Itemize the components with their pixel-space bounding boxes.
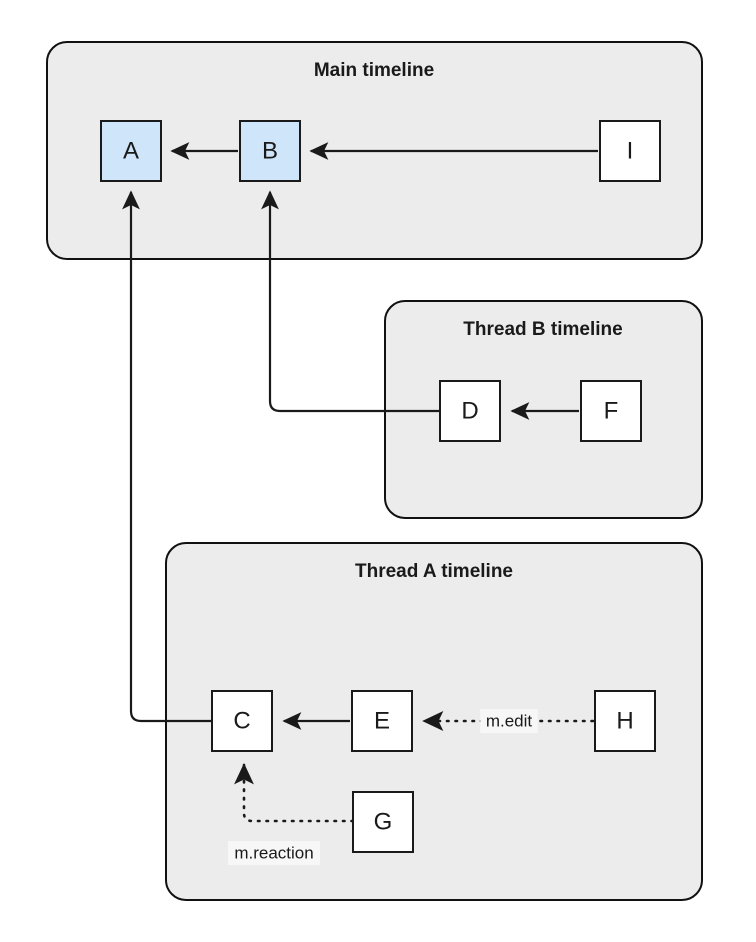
event-node-a[interactable] bbox=[100, 120, 162, 182]
event-node-label-h: H bbox=[616, 707, 633, 734]
timeline-group-title-thread-a: Thread A timeline bbox=[355, 561, 513, 582]
event-node-label-g: G bbox=[374, 808, 393, 835]
event-node-h[interactable] bbox=[594, 690, 656, 752]
event-node-label-f: F bbox=[604, 397, 619, 424]
edge-labels: m.edit m.reaction bbox=[228, 709, 538, 865]
event-node-label-d: D bbox=[461, 397, 478, 424]
timeline-group-thread-b bbox=[384, 300, 703, 519]
event-nodes: A B I D F C E H G bbox=[100, 120, 661, 853]
edge-g-c bbox=[234, 763, 355, 823]
edge-label-backdrop-h-e bbox=[480, 709, 538, 733]
event-node-label-e: E bbox=[374, 707, 390, 734]
timeline-group-title-main: Main timeline bbox=[314, 60, 434, 81]
event-node-d[interactable] bbox=[439, 380, 501, 442]
event-node-label-c: C bbox=[233, 707, 250, 734]
event-node-f[interactable] bbox=[580, 380, 642, 442]
event-node-i[interactable] bbox=[599, 120, 661, 182]
event-node-label-b: B bbox=[262, 137, 278, 164]
event-node-b[interactable] bbox=[239, 120, 301, 182]
event-node-label-i: I bbox=[627, 137, 634, 164]
event-node-label-a: A bbox=[123, 137, 139, 164]
event-node-g[interactable] bbox=[352, 791, 414, 853]
event-node-c[interactable] bbox=[211, 690, 273, 752]
event-node-e[interactable] bbox=[351, 690, 413, 752]
edge-label-backdrop-g-c bbox=[228, 841, 320, 865]
edge-label-g-c: m.reaction bbox=[234, 843, 313, 862]
timeline-group-title-thread-b: Thread B timeline bbox=[463, 319, 622, 340]
edge-c-a bbox=[122, 190, 212, 723]
edge-d-b bbox=[261, 190, 440, 413]
edge-label-h-e: m.edit bbox=[486, 711, 533, 730]
